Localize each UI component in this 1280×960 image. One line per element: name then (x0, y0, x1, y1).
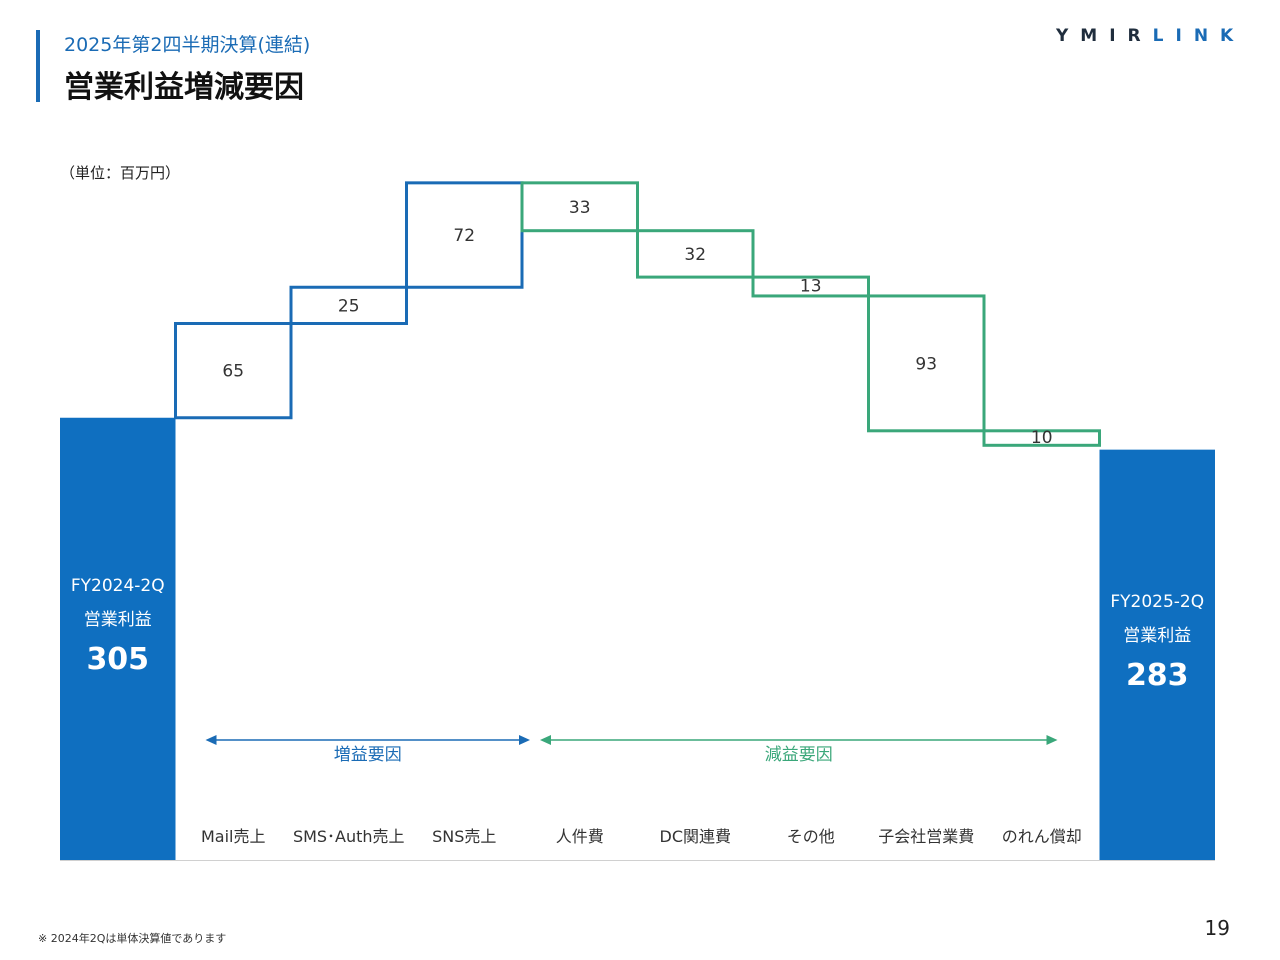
step-value-3: 33 (569, 198, 591, 218)
decrease-range-arrowhead-left (540, 735, 551, 745)
decrease-range-label: 減益要因 (765, 745, 833, 765)
page-number: 19 (1204, 916, 1230, 940)
category-label-5: その他 (787, 827, 835, 846)
step-value-7: 10 (1031, 428, 1053, 448)
total-bar-end (1099, 449, 1215, 860)
category-label-6: 子会社営業費 (878, 827, 974, 846)
total-bar-end-value: 283 (1126, 658, 1189, 693)
total-bar-start (60, 417, 176, 860)
step-box-7 (982, 429, 1101, 447)
increase-range-arrowhead-right (519, 735, 530, 745)
page-title: 営業利益増減要因 (64, 70, 304, 105)
footnote: ※ 2024年2Qは単体決算値であります (38, 932, 227, 945)
category-label-7: のれん償却 (1002, 827, 1082, 846)
title-accent-bar (36, 30, 40, 102)
step-value-1: 25 (338, 296, 360, 316)
category-label-3: 人件費 (556, 827, 604, 846)
total-bar-start-label-metric: 営業利益 (84, 610, 152, 630)
total-bar-end-label-metric: 営業利益 (1123, 626, 1191, 646)
step-value-2: 72 (453, 226, 475, 246)
step-box-5 (751, 275, 870, 298)
decrease-range-arrowhead-right (1046, 735, 1058, 745)
category-label-0: Mail売上 (201, 827, 266, 846)
step-box-3 (520, 181, 639, 233)
step-box-2 (405, 181, 524, 289)
step-box-0 (174, 322, 293, 420)
total-bar-start-label-period: FY2024-2Q (71, 576, 165, 596)
logo-text-blue: LINK (1152, 26, 1246, 46)
step-value-5: 13 (800, 277, 822, 297)
logo-text-dark: YMIR (1056, 26, 1153, 46)
page-subtitle: 2025年第2四半期決算(連結) (64, 34, 311, 56)
increase-range-label: 増益要因 (334, 745, 402, 765)
step-value-6: 93 (915, 354, 937, 374)
step-box-6 (867, 294, 986, 433)
category-label-4: DC関連費 (660, 827, 732, 846)
step-value-0: 65 (222, 362, 244, 382)
category-label-1: SMS･Auth売上 (293, 827, 405, 846)
increase-range-arrowhead-left (205, 735, 217, 745)
total-bar-end-label-period: FY2025-2Q (1110, 592, 1204, 612)
step-box-1 (289, 285, 408, 325)
company-logo: YMIRLINK (1056, 26, 1245, 46)
unit-label: （単位：百万円） (60, 164, 180, 182)
category-label-2: SNS売上 (432, 827, 496, 846)
step-box-4 (636, 229, 755, 279)
total-bar-start-value: 305 (86, 642, 149, 677)
step-value-4: 32 (684, 245, 706, 265)
